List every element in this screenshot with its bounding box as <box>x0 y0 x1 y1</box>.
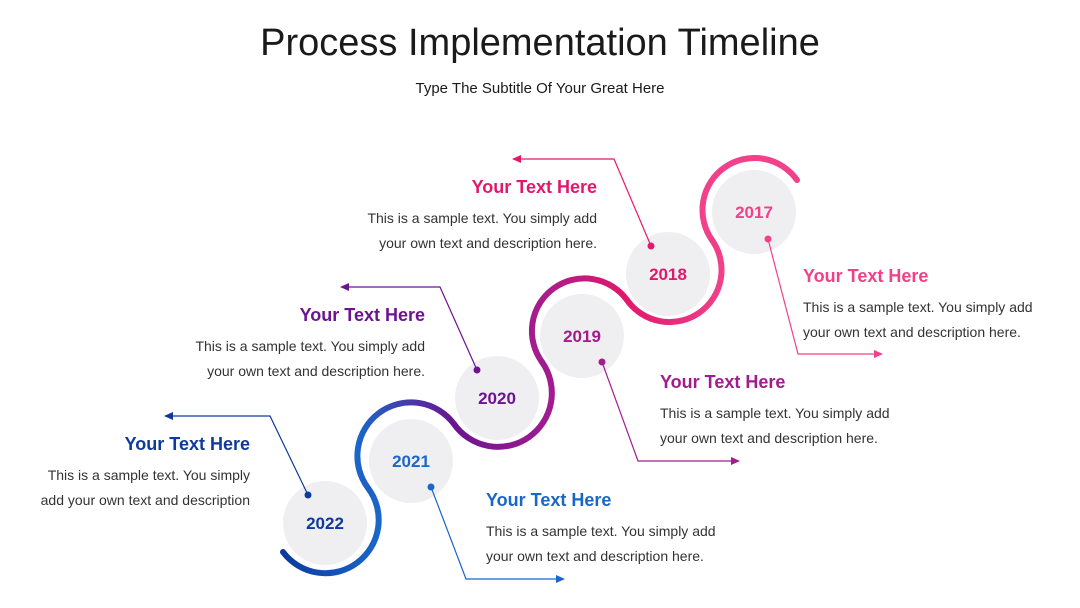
milestone-heading: Your Text Here <box>660 372 786 392</box>
description-line: This is a sample text. You simply add <box>195 338 425 354</box>
description-line: This is a sample text. You simply add <box>486 523 716 539</box>
leader-2020 <box>340 283 481 374</box>
ribbon-segment-2018 <box>624 237 725 325</box>
description-line: This is a sample text. You simply <box>47 467 250 483</box>
milestone-heading: Your Text Here <box>486 490 612 510</box>
leader-2021 <box>427 483 565 583</box>
leader-2017 <box>764 235 883 358</box>
milestone-description: This is a sample text. You simply add yo… <box>486 519 786 569</box>
leader-2018 <box>512 155 655 250</box>
node-2022: 2022 <box>283 481 367 565</box>
milestone-text-2018: Your Text Here This is a sample text. Yo… <box>217 177 597 256</box>
ribbon-segment-2021 <box>354 399 457 491</box>
node-2021: 2021 <box>369 419 453 503</box>
milestone-description: This is a sample text. You simply add yo… <box>10 463 250 513</box>
milestone-text-2017: Your Text Here This is a sample text. Yo… <box>803 266 1063 345</box>
description-line: This is a sample text. You simply add <box>367 210 597 226</box>
ribbon-segment-2020 <box>451 359 555 450</box>
year-label-2022: 2022 <box>306 514 344 533</box>
year-label-2020: 2020 <box>478 389 516 408</box>
node-2018: 2018 <box>626 232 710 316</box>
milestone-heading: Your Text Here <box>803 266 929 286</box>
milestone-description: This is a sample text. You simply add yo… <box>217 206 597 256</box>
leader-2019 <box>598 358 740 465</box>
milestone-text-2019: Your Text Here This is a sample text. Yo… <box>660 372 960 451</box>
page-title: Process Implementation Timeline <box>260 22 820 64</box>
milestone-heading: Your Text Here <box>471 177 597 197</box>
year-label-2019: 2019 <box>563 327 601 346</box>
description-line: add your own text and description <box>40 492 250 508</box>
description-line: your own text and description here. <box>486 548 704 564</box>
description-line: your own text and description here. <box>379 235 597 251</box>
ribbon-segment-2022 <box>280 485 382 577</box>
ribbon-segment-2017 <box>699 155 800 243</box>
description-line: your own text and description here. <box>803 324 1021 340</box>
description-line: This is a sample text. You simply add <box>660 405 890 421</box>
year-label-2017: 2017 <box>735 203 773 222</box>
node-2019: 2019 <box>540 294 624 378</box>
page-subtitle: Type The Subtitle Of Your Great Here <box>415 80 665 97</box>
milestone-heading: Your Text Here <box>299 305 425 325</box>
year-label-2021: 2021 <box>392 452 430 471</box>
description-line: This is a sample text. You simply add <box>803 299 1033 315</box>
node-2020: 2020 <box>455 356 539 440</box>
milestone-text-2021: Your Text Here This is a sample text. Yo… <box>486 490 786 569</box>
milestone-text-2020: Your Text Here This is a sample text. Yo… <box>45 305 425 384</box>
leader-2022 <box>164 412 312 499</box>
milestone-description: This is a sample text. You simply add yo… <box>803 295 1063 345</box>
description-line: your own text and description here. <box>207 363 425 379</box>
ribbon-segment-2019 <box>528 275 630 365</box>
description-line: your own text and description here. <box>660 430 878 446</box>
milestone-description: This is a sample text. You simply add yo… <box>660 401 960 451</box>
year-label-2018: 2018 <box>649 265 687 284</box>
node-2017: 2017 <box>712 170 796 254</box>
milestone-description: This is a sample text. You simply add yo… <box>45 334 425 384</box>
milestone-text-2022: Your Text Here This is a sample text. Yo… <box>10 434 250 513</box>
milestone-heading: Your Text Here <box>124 434 250 454</box>
